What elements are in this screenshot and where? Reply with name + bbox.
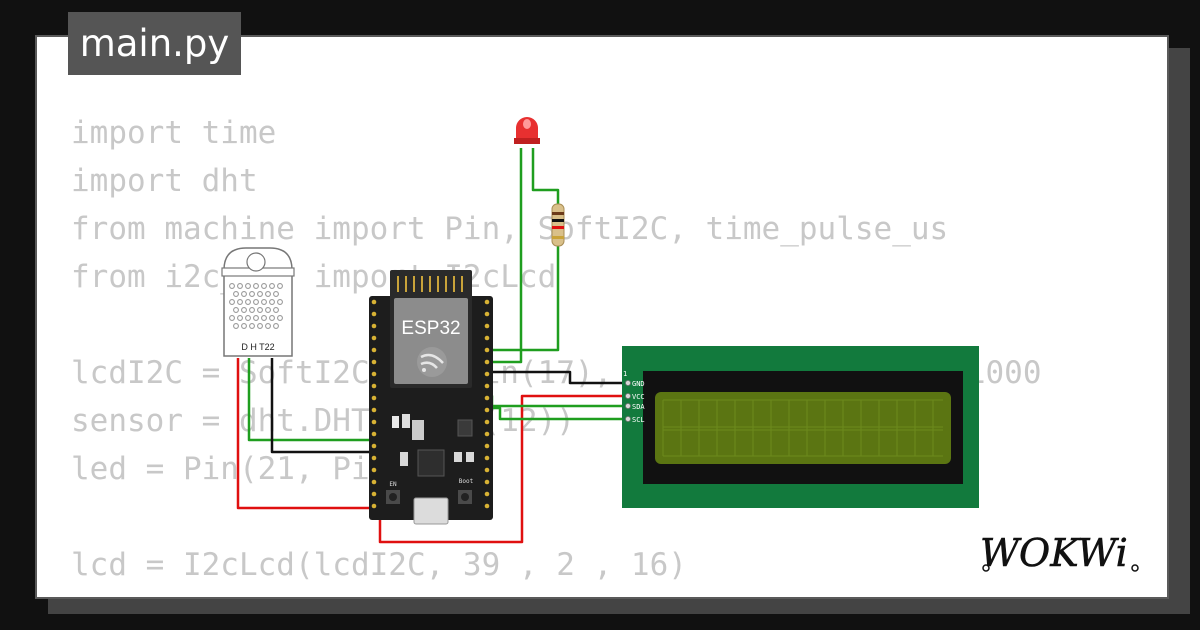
wire-lcd-sda	[482, 394, 628, 408]
wire-led-anode	[482, 148, 523, 364]
lcd-pin-sda: SDA	[632, 403, 645, 411]
usb-port-icon	[413, 497, 449, 525]
wire-resistor-esp	[482, 246, 560, 352]
wire-dht-data	[247, 358, 374, 442]
wire-dht-gnd	[270, 358, 374, 454]
lcd-pin-gnd: GND	[632, 380, 645, 388]
esp32-board: ESP32 EN Boot	[369, 270, 493, 525]
lcd-character-grid	[662, 399, 943, 457]
wokwi-logo: WOKWi	[980, 531, 1139, 575]
wire-lcd-gnd	[482, 370, 628, 385]
code-line: lcd = I2cLcd(lcdI2C, 39 , 2 , 16)	[71, 547, 687, 583]
espressif-logo-icon	[417, 347, 447, 377]
wire-dht-vcc	[236, 358, 374, 510]
code-line: from machine import Pin, SoftI2C, time_p…	[71, 211, 949, 247]
dht-label: D H T22	[241, 342, 274, 352]
dht22-sensor: D H T22	[221, 247, 295, 357]
code-line: import time	[71, 115, 277, 151]
code-line: import dht	[71, 163, 258, 199]
resistor	[551, 203, 565, 247]
esp32-label: ESP32	[401, 318, 460, 339]
wokwi-logo-text: WOKWi	[980, 531, 1128, 575]
wire-lcd-scl	[482, 406, 628, 421]
boot-button-label: Boot	[459, 478, 474, 485]
red-led	[514, 117, 540, 144]
wire-led-resistor	[531, 148, 560, 204]
project-card: import time import dht from machine import…	[35, 35, 1169, 599]
lcd-module: 1 GND VCC SDA SCL	[622, 346, 979, 508]
lcd-pin-one-label: 1	[623, 370, 627, 378]
lcd-pin-scl: SCL	[632, 416, 645, 424]
en-button-label: EN	[389, 481, 397, 488]
file-tab[interactable]: main.py	[68, 12, 241, 75]
lcd-pin-vcc: VCC	[632, 393, 645, 401]
esp32-pin-headers	[371, 299, 490, 509]
